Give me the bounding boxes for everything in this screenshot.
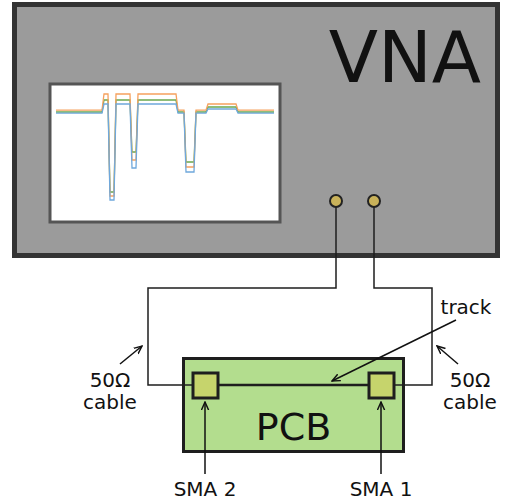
sma-connector xyxy=(369,373,394,398)
pcb-box: PCB xyxy=(182,357,405,453)
cable-leader xyxy=(120,346,142,364)
vna-screen xyxy=(50,84,280,222)
vna-port xyxy=(330,195,342,207)
sma-leader xyxy=(204,402,206,474)
port-cable xyxy=(335,201,337,258)
sma-leader xyxy=(380,402,382,474)
cable-leader xyxy=(437,346,458,364)
vna-title: VNA xyxy=(329,21,481,93)
track-leader xyxy=(332,320,456,381)
vna-box: VNA xyxy=(12,2,500,258)
port-cable xyxy=(373,201,375,258)
pcb-track xyxy=(218,384,369,387)
s-parameter-trace xyxy=(56,94,274,196)
connector-label: SMA 1 xyxy=(344,478,418,500)
pcb-title: PCB xyxy=(256,408,332,446)
sma-connector xyxy=(193,373,218,398)
cable-label: 50Ω cable xyxy=(436,369,504,413)
cable-label: 50Ω cable xyxy=(76,369,144,413)
track-label: track xyxy=(436,296,496,318)
s-parameter-trace xyxy=(56,104,274,200)
cable-end xyxy=(394,384,405,386)
vna-port xyxy=(368,195,380,207)
cable-end xyxy=(182,384,193,386)
connector-label: SMA 2 xyxy=(168,478,242,500)
